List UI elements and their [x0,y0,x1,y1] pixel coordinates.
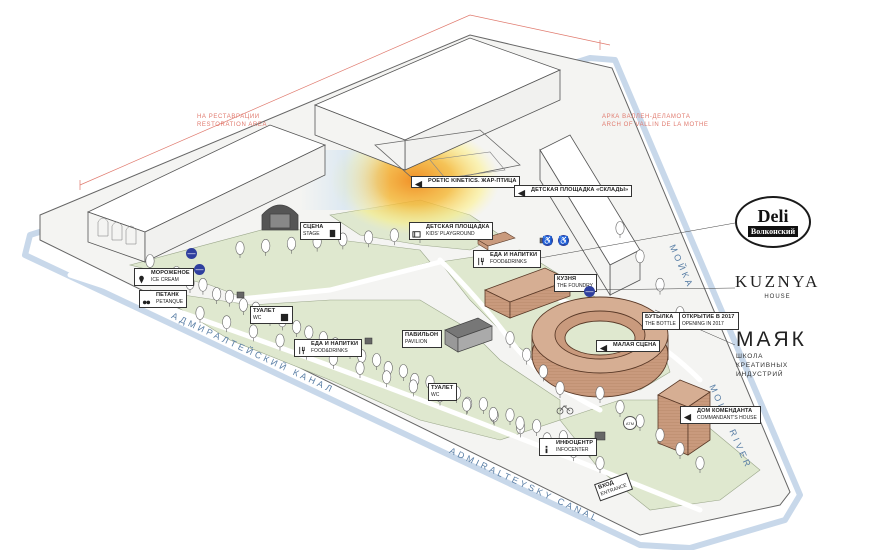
tree [408,379,418,394]
tree [615,221,625,235]
bicycle-icon [556,405,574,415]
tree [615,400,625,414]
tree [355,361,365,375]
tree [655,277,665,292]
no-entry-icon: — [186,248,197,259]
label-playground-sklady[interactable]: ДЕТСКАЯ ПЛОЩАДКА «СКЛАДЫ» [514,185,633,198]
tree [275,333,285,348]
tree [372,353,382,367]
playground-icon [412,226,421,238]
playground-structures [477,231,516,251]
tree [238,298,248,312]
tree [478,397,488,411]
mayak-logo[interactable]: МАЯК ШКОЛА КРЕАТИВНЫХ ИНДУСТРИЙ [736,328,807,379]
tree [462,397,472,412]
tree [195,306,205,320]
food-icon [476,254,485,266]
tree [389,228,399,242]
accessibility-icon: ♿ [558,235,569,246]
north-building [313,37,562,171]
petanque-icon [142,294,151,305]
pavilion-building [444,317,493,353]
tree [382,370,392,384]
tree [235,241,245,255]
tree [364,230,374,245]
tree [488,407,498,421]
tree [304,325,314,340]
ice-cream-icon [137,272,146,284]
tree [655,428,665,442]
restoration-building [86,124,327,263]
tree [532,419,542,433]
pointer-icon [683,410,692,422]
pointer-icon [414,177,423,189]
tree [505,408,515,422]
stage-icon [328,226,337,238]
restoration-area-note: НА РЕСТАВРАЦИИ RESTORATION AREA [197,114,268,129]
wc-icon [280,310,289,322]
label-poetic-kinetics[interactable]: POETIC KINETICS. ЖАР-ПТИЦА [411,176,521,189]
tree [224,289,234,304]
pointer-icon [599,341,608,353]
pointer-icon [517,186,526,198]
deli-volkonsky-logo[interactable]: Deli Волконский [735,196,811,248]
tree [595,386,605,400]
tree [695,456,705,470]
arch-note: АРКА ВАЛЛЕН-ДЕЛАМОТА ARCH OF VALLIN DE L… [602,114,709,129]
restoration-marker [79,14,611,190]
tree [222,315,232,329]
food-icon [297,343,306,355]
label-small-stage[interactable]: МАЛАЯ СЦЕНА [596,340,661,353]
tree [505,331,515,345]
tree [292,320,302,334]
no-entry-icon: — [584,286,595,297]
tree [675,442,685,456]
tree [522,347,532,362]
tree [212,287,222,301]
accessibility-icon: ♿ [542,235,553,246]
bottle-building [531,296,669,398]
tree [635,414,645,428]
tree [595,456,605,470]
tree [261,239,271,253]
tree [198,277,208,292]
inner-courtyard [374,129,521,186]
tree [286,236,296,251]
tree [145,254,155,268]
stage-building [261,204,299,231]
info-icon [542,442,551,454]
tree [515,416,525,430]
tree [248,324,258,339]
tree [635,249,645,264]
kuznya-house-logo[interactable]: KUZNYA HOUSE [735,272,820,300]
tree [538,364,548,379]
tree [398,364,408,378]
canal-water [22,55,803,550]
no-entry-icon: — [194,264,205,275]
atm-icon: ATM [623,416,637,430]
tree [555,381,565,395]
